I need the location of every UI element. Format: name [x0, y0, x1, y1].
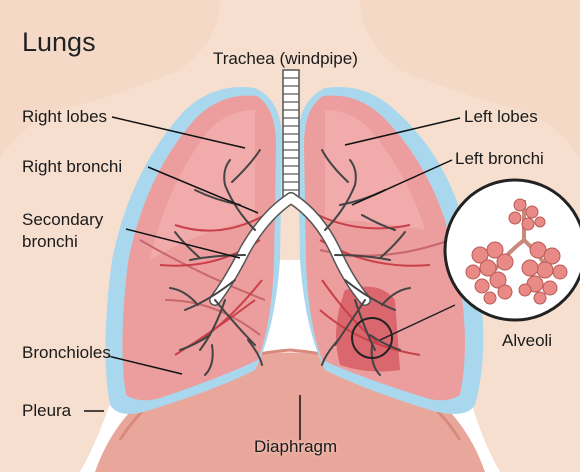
diagram-title: Lungs [22, 27, 96, 57]
label-trachea: Trachea (windpipe) [213, 49, 358, 69]
label-left-bronchi: Left bronchi [455, 149, 544, 169]
label-secondary-bronchi-line2: bronchi [22, 232, 78, 252]
label-right-bronchi: Right bronchi [22, 157, 122, 177]
label-right-lobes: Right lobes [22, 107, 107, 127]
label-bronchioles: Bronchioles [22, 343, 111, 363]
label-alveoli: Alveoli [502, 331, 552, 351]
label-left-lobes: Left lobes [464, 107, 538, 127]
label-secondary-bronchi-line1: Secondary [22, 210, 103, 230]
label-diaphragm: Diaphragm [254, 437, 337, 457]
label-pleura: Pleura [22, 401, 71, 421]
trachea [283, 70, 299, 200]
